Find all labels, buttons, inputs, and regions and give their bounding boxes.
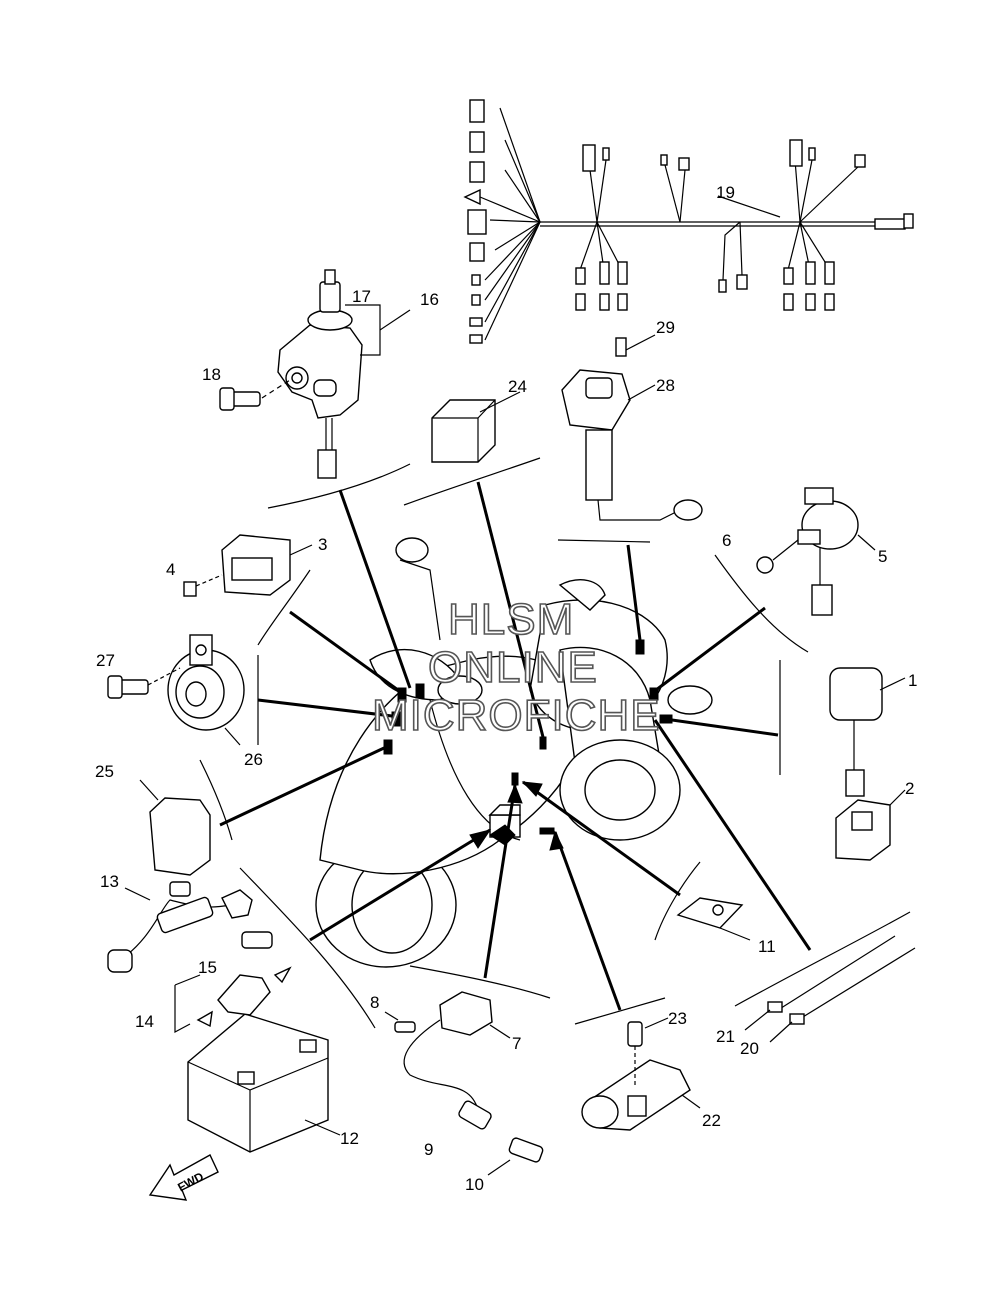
callout-23: 23 [668,1009,687,1028]
ignitor-1 [829,667,906,797]
watermark-line-1: HLSM [448,595,574,644]
scooter-body [315,537,713,968]
callout-11: 11 [758,937,776,956]
callout-16: 16 [420,290,439,309]
callout-26: 26 [244,750,263,769]
watermark-line-3: MICROFICHE [372,691,661,740]
fuse-15 [241,931,273,949]
callout-9: 9 [424,1140,433,1159]
screw-4 [183,574,223,597]
callout-4: 4 [166,560,175,579]
fuel-sender-28 [561,334,703,521]
fuse-holder-13 [107,881,253,973]
flasher-relay-25 [139,779,211,876]
battery-12 [187,1013,341,1153]
callout-18: 18 [202,365,221,384]
wire-harness-19 [463,99,914,344]
starter-relay-fuse-14 [174,966,292,1033]
callout-8: 8 [370,993,379,1012]
starter-relay-5 [797,487,876,616]
callout-22: 22 [702,1111,721,1130]
starter-motor-22 [581,1059,701,1131]
callout-3: 3 [318,535,327,554]
callout-27: 27 [96,651,115,670]
watermark: HLSM ONLINE MICROFICHE [371,594,661,741]
callout-29: 29 [656,318,675,337]
screw-23 [627,1017,669,1085]
callout-14: 14 [135,1012,154,1031]
callout-1: 1 [908,671,917,690]
callout-19: 19 [716,183,735,202]
main-switch-16 [277,269,411,479]
coupler-2 [835,789,906,861]
ignition-coil-7 [403,991,511,1130]
callout-21: 21 [716,1027,735,1046]
callout-25: 25 [95,762,114,781]
callout-10: 10 [465,1175,484,1194]
callout-20: 20 [740,1039,759,1058]
callout-7: 7 [512,1034,521,1053]
callout-2: 2 [905,779,914,798]
callout-13: 13 [100,872,119,891]
callout-15: 15 [198,958,217,977]
callout-17: 17 [352,287,371,306]
callout-6: 6 [722,531,731,550]
screw-8 [384,1011,416,1033]
nut-6 [756,539,799,574]
leader-lines [199,457,911,1029]
spark-plug-10 [487,1137,544,1176]
callout-28: 28 [656,376,675,395]
watermark-line-2: ONLINE [428,643,598,692]
bolt-18 [219,379,291,411]
horn-26 [167,634,245,746]
callout-labels: 1 2 3 4 5 6 7 8 9 10 11 12 13 14 15 16 1… [95,183,917,1194]
bolt-27 [107,667,181,699]
relay-24 [431,391,521,463]
callout-5: 5 [878,547,887,566]
fwd-arrow: FWD [148,1154,219,1201]
cable-ties-20-21 [744,935,916,1043]
rectifier-3 [221,534,313,596]
callout-12: 12 [340,1129,359,1148]
callout-24: 24 [508,377,527,396]
resistor-11 [676,897,751,941]
